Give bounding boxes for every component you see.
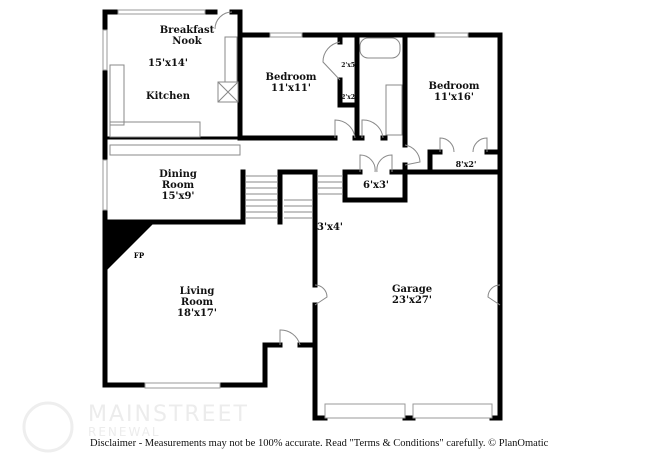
closet5-size: 3'x4': [316, 222, 344, 233]
fixtures: [109, 11, 501, 346]
closet4-size: 6'x3': [362, 180, 390, 191]
kitchen-label: Kitchen: [145, 91, 191, 102]
stairs-icon: [246, 175, 343, 219]
door-swings-icon: [214, 11, 501, 346]
disclaimer: Disclaimer - Measurements may not be 100…: [90, 438, 549, 449]
room-name: Bedroom: [428, 81, 480, 92]
kitchen-size: 15'x14': [148, 58, 188, 69]
room-size: 11'x16': [434, 92, 474, 103]
room-name: Breakfast: [159, 25, 215, 36]
walls: [102, 9, 503, 421]
room-name: Bedroom: [265, 72, 317, 83]
fireplace: [105, 222, 155, 272]
watermark-logo-icon: [22, 401, 74, 453]
room-size: 18'x17': [177, 308, 217, 319]
room-name: Living: [179, 286, 215, 297]
room-name: Nook: [172, 36, 202, 47]
closet3-size: 8'x2': [455, 159, 477, 169]
watermark-text: MAINSTREET: [88, 402, 249, 427]
watermark-subtext: RENEWAL: [88, 425, 161, 439]
room-size: 11'x11': [271, 83, 311, 94]
room-size: 23'x27': [392, 295, 432, 306]
closet1-size: 2'x5': [341, 62, 357, 69]
fireplace-label: FP: [133, 250, 145, 261]
room-name: Dining: [159, 169, 197, 180]
room-name: Room: [161, 180, 195, 191]
windows: [102, 9, 493, 419]
room-size: 15'x9': [161, 191, 195, 202]
room-name: Garage: [391, 284, 433, 295]
closet2-size: 2'x2': [341, 94, 357, 101]
room-name: Room: [180, 297, 214, 308]
